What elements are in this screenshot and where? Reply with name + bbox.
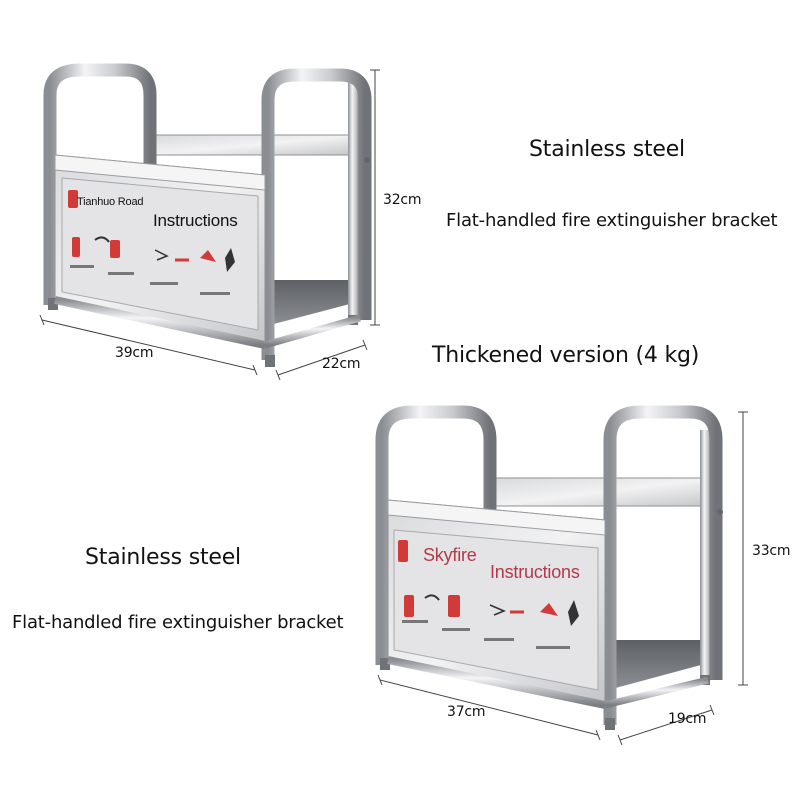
variant-label: Thickened version (4 kg)	[432, 343, 700, 368]
top-depth-dimension: 22cm	[322, 356, 361, 372]
top-brand-label: Tianhuo Road	[77, 196, 144, 208]
top-material-label: Stainless steel	[529, 137, 685, 162]
bottom-brand-label: Skyfire	[423, 545, 477, 565]
extinguisher-icon	[72, 237, 80, 257]
top-panel-title: Instructions	[153, 211, 238, 230]
bottom-panel-title: Instructions	[490, 562, 580, 582]
extinguisher-icon	[68, 190, 78, 208]
top-width-dimension: 39cm	[115, 345, 154, 361]
top-dimension-lines	[39, 69, 380, 381]
top-height-dimension: 32cm	[383, 192, 422, 208]
bottom-dimension-lines	[377, 411, 748, 746]
bottom-height-dimension: 33cm	[752, 543, 791, 559]
bottom-depth-dimension: 19cm	[668, 711, 707, 727]
bottom-description-label: Flat-handled fire extinguisher bracket	[12, 612, 344, 633]
bottom-width-dimension: 37cm	[447, 704, 486, 720]
person-icon	[225, 248, 235, 272]
top-description-label: Flat-handled fire extinguisher bracket	[446, 210, 778, 231]
bottom-rack	[375, 405, 723, 730]
bottom-material-label: Stainless steel	[85, 545, 241, 570]
top-rack	[43, 63, 372, 367]
